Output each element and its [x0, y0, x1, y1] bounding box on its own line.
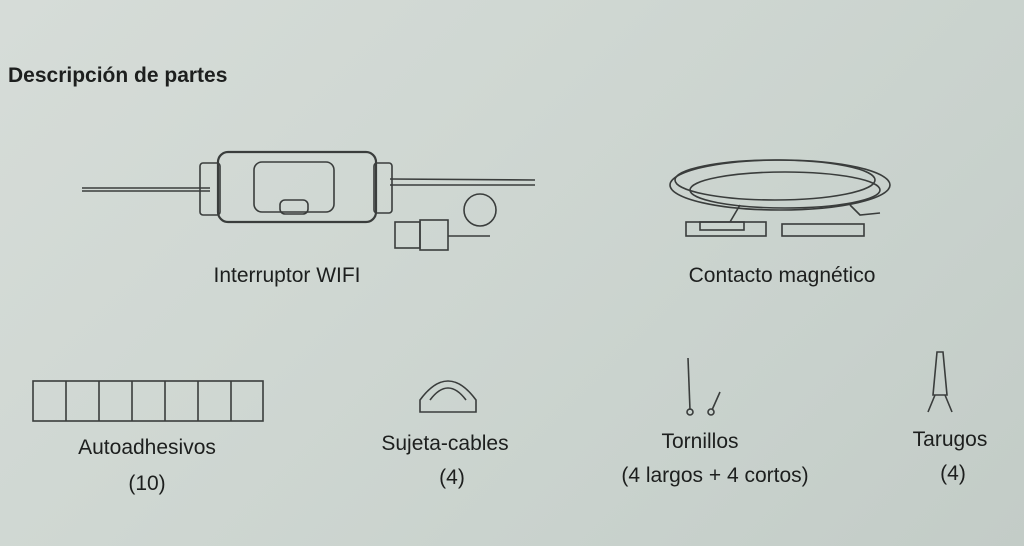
part-label-wifi-switch: Interruptor WIFI — [213, 264, 361, 287]
page-title: Descripción de partes — [8, 64, 228, 87]
part-label-cable-clips: Sujeta-cables — [381, 432, 509, 455]
part-label-magnetic-contact: Contacto magnético — [688, 264, 876, 287]
part-qty-cable-clips: (4) — [439, 466, 465, 489]
part-label-adhesives: Autoadhesivos — [78, 436, 216, 459]
part-qty-screws: (4 largos + 4 cortos) — [621, 464, 809, 487]
part-qty-adhesives: (10) — [128, 472, 166, 495]
part-label-wall-plugs: Tarugos — [912, 428, 988, 451]
part-qty-wall-plugs: (4) — [940, 462, 966, 485]
part-label-screws: Tornillos — [661, 430, 739, 453]
